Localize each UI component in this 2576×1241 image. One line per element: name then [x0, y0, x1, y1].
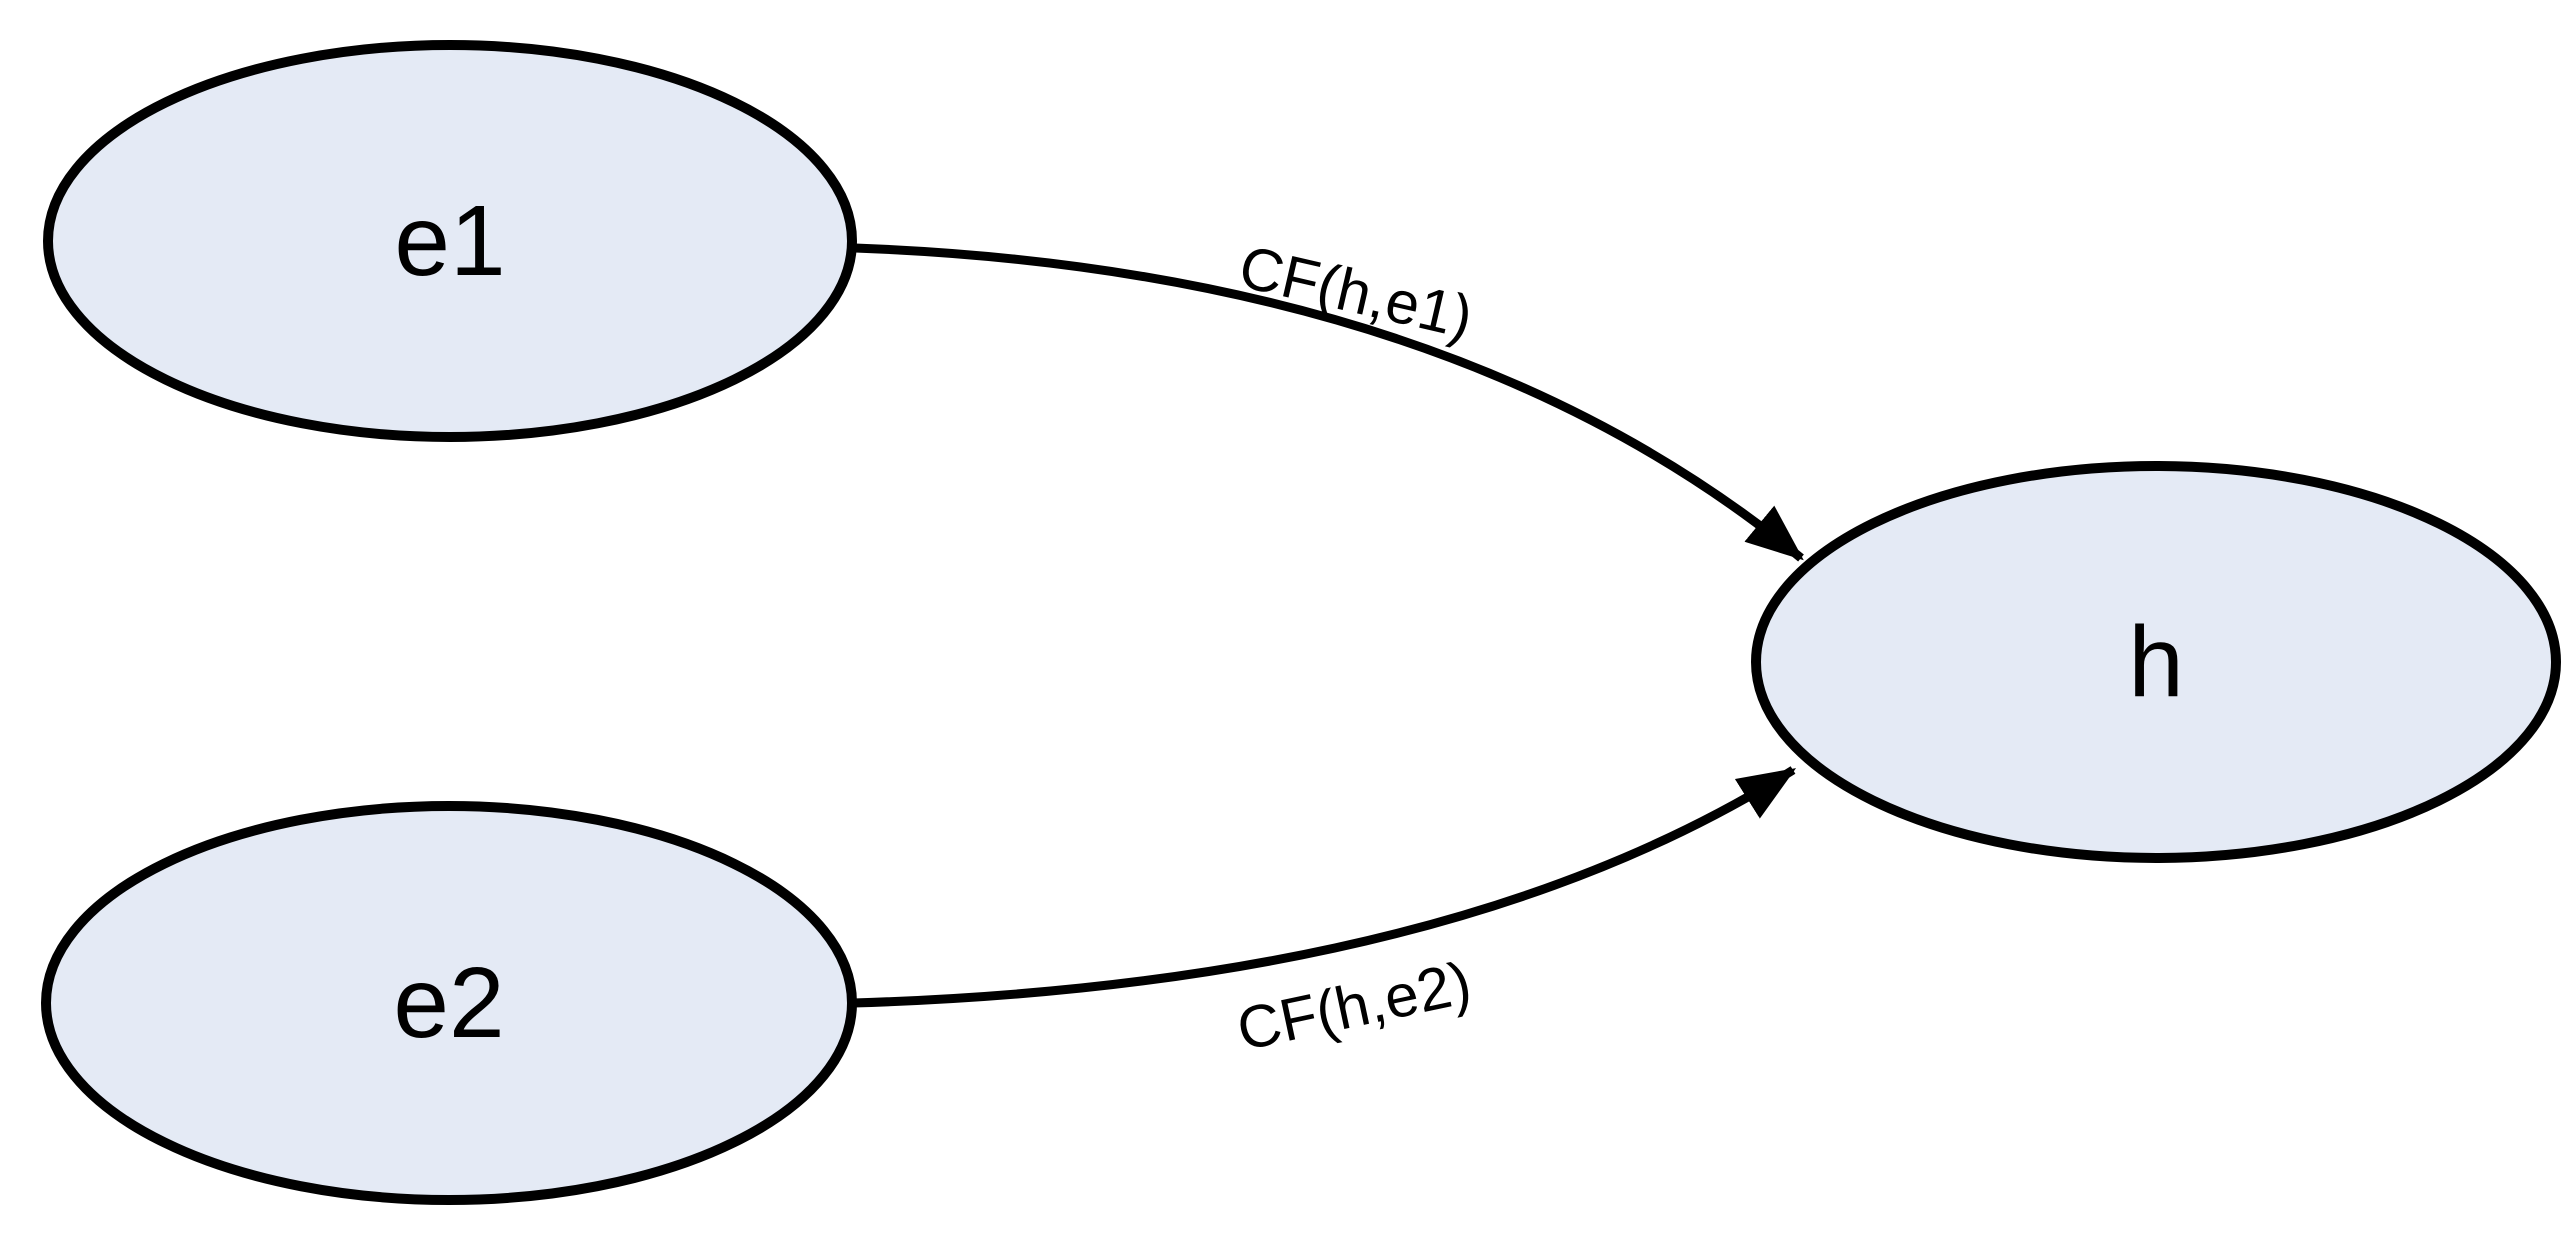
- edge-e2-h-path: [852, 766, 1797, 1008]
- edge-e1-h-path: [854, 243, 1804, 562]
- node-e2-shape: [41, 801, 857, 1205]
- edge-e1-h: CF(h,e1): [854, 233, 1804, 562]
- node-e1-label: e1: [394, 185, 505, 297]
- node-e1-shape: [43, 40, 857, 442]
- node-h-label: h: [2128, 606, 2184, 718]
- node-e2: e2: [41, 801, 857, 1205]
- node-e2-label: e2: [393, 947, 504, 1059]
- edge-e1-h-label: CF(h,e1): [1233, 233, 1479, 352]
- node-h: h: [1751, 461, 2561, 863]
- node-h-shape: [1751, 461, 2561, 863]
- edge-e2-h: CF(h,e2): [852, 766, 1797, 1063]
- node-e1: e1: [43, 40, 857, 442]
